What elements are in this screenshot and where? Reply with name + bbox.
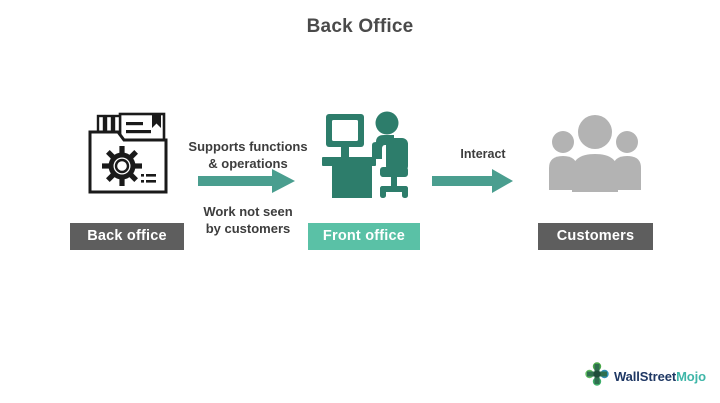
connector-label-below: Work not seen by customers: [178, 203, 318, 237]
badge-front-office[interactable]: Front office: [308, 223, 420, 250]
connector-label-above-line1: Supports functions: [188, 139, 308, 154]
logo-text-primary: WallStreet: [613, 369, 677, 384]
connector-label-below-line1: Work not seen: [203, 204, 293, 219]
page-title: Back Office: [306, 16, 414, 37]
desk-worker-icon: [322, 110, 412, 202]
folder-gear-icon: [84, 110, 172, 200]
right-arrow-icon-front-to-customers: [432, 168, 514, 199]
connector-label-below-line2: by customers: [205, 221, 291, 236]
connector-label-above-line2: & operations: [208, 156, 288, 171]
wallstreetmojo-mark-icon: [585, 362, 609, 391]
badge-customers[interactable]: Customers: [538, 223, 653, 250]
people-group-icon: [546, 112, 644, 200]
badge-back-office[interactable]: Back office: [70, 223, 184, 250]
connector-label-above: Supports functions & operations: [178, 138, 318, 172]
logo-text-secondary: Mojo: [676, 369, 706, 384]
connector-label-interact: Interact: [460, 147, 506, 161]
logo-text: WallStreetMojo: [614, 369, 706, 384]
wallstreetmojo-logo[interactable]: WallStreetMojo: [585, 362, 706, 391]
right-arrow-icon-back-to-front: [198, 168, 296, 199]
